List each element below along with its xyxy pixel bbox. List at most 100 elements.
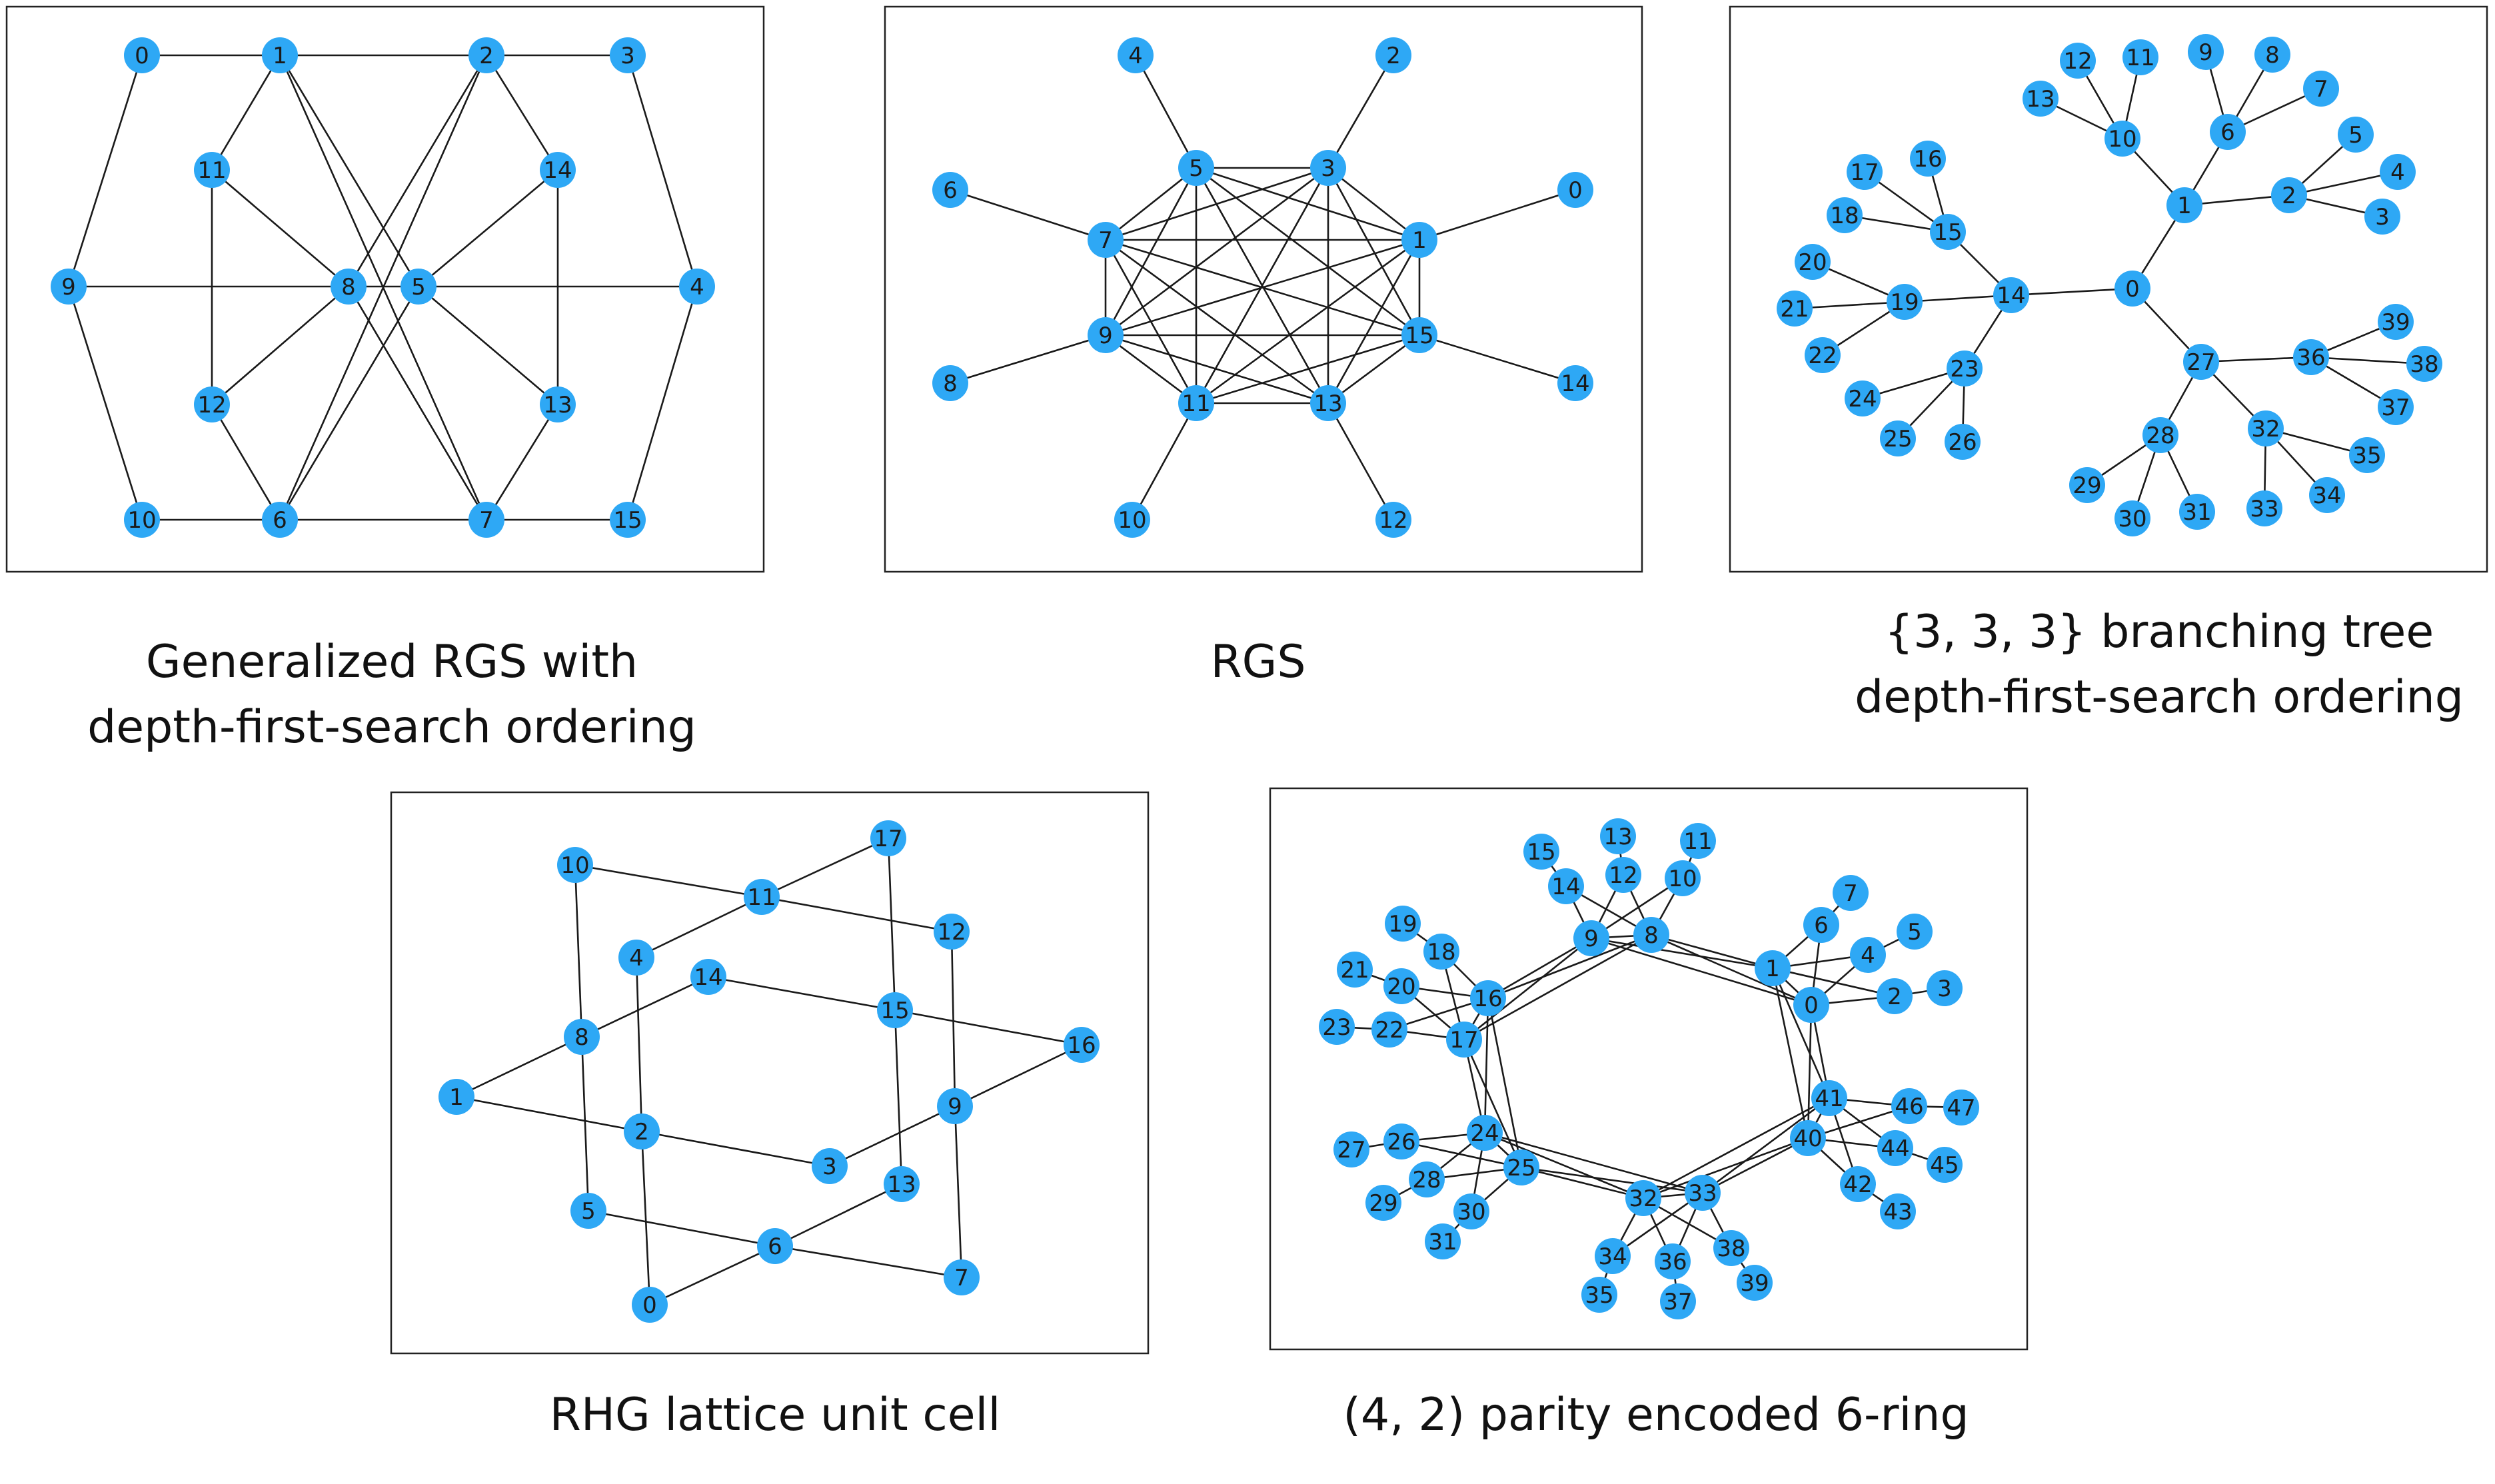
graph-node: 6 <box>757 1228 793 1264</box>
node-circle <box>1877 978 1913 1014</box>
node-circle <box>1847 154 1883 190</box>
graph-edge <box>2310 356 2425 365</box>
node-label: 13 <box>1313 390 1342 417</box>
node-circle <box>331 269 367 305</box>
node-circle <box>618 940 654 976</box>
node-circle <box>1930 214 1966 250</box>
node-label: 47 <box>1947 1095 1975 1121</box>
node-label: 5 <box>2348 122 2363 149</box>
graph-node: 36 <box>1655 1243 1691 1279</box>
node-label: 10 <box>127 507 156 534</box>
node-label: 24 <box>1848 386 1877 412</box>
graph-node: 15 <box>1930 214 1966 250</box>
node-circle <box>2114 271 2150 307</box>
graph-node: 9 <box>1573 920 1609 956</box>
graph-node: 47 <box>1943 1090 1979 1125</box>
node-circle <box>1680 823 1716 859</box>
node-label: 40 <box>1793 1125 1822 1152</box>
node-circle <box>1365 1185 1401 1221</box>
node-label: 6 <box>2220 119 2235 146</box>
node-circle <box>2060 43 2096 79</box>
node-circle <box>1337 952 1373 988</box>
graph-node: 3 <box>1927 970 1963 1006</box>
graph-edge <box>1591 877 1683 940</box>
node-label: 4 <box>690 274 704 301</box>
graph-node: 45 <box>1927 1147 1963 1183</box>
node-label: 10 <box>560 852 589 879</box>
graph-edge <box>1463 1039 1523 1168</box>
graph-edge <box>1591 937 1812 1006</box>
graph-node: 27 <box>1333 1131 1369 1167</box>
graph-node: 30 <box>2114 500 2150 536</box>
graph-node: 4 <box>679 269 715 305</box>
graph-edge <box>485 55 559 171</box>
node-label: 38 <box>1717 1235 1745 1262</box>
graph-node: 9 <box>2188 34 2224 70</box>
node-label: 14 <box>1561 371 1589 397</box>
graph-edge <box>418 169 558 287</box>
graph-node: 28 <box>1409 1161 1445 1197</box>
node-circle <box>1685 1175 1721 1211</box>
graph-node: 32 <box>1625 1180 1661 1216</box>
node-label: 0 <box>2125 276 2140 303</box>
node-circle <box>1790 1120 1826 1156</box>
node-circle <box>1409 1161 1445 1197</box>
graph-edge <box>1772 967 1895 998</box>
graph-node: 2 <box>1877 978 1913 1014</box>
node-circle <box>2303 71 2339 107</box>
node-circle <box>1310 385 1346 421</box>
node-label: 35 <box>2352 442 2381 469</box>
graph-node: 25 <box>1880 420 1916 456</box>
node-label: 5 <box>581 1198 596 1225</box>
node-label: 19 <box>1890 289 1919 316</box>
graph-node: 12 <box>1375 502 1411 538</box>
graph-edge <box>636 896 762 959</box>
node-circle <box>1453 1193 1489 1229</box>
graph-node: 14 <box>1557 365 1593 401</box>
panel-frame <box>1269 787 2029 1351</box>
node-circle <box>1371 1012 1407 1048</box>
graph-edge <box>1484 1131 1703 1194</box>
graph-node: 20 <box>1383 968 1419 1004</box>
node-label: 44 <box>1881 1135 1909 1162</box>
node-circle <box>1064 1027 1100 1063</box>
graph-edge <box>894 1009 1082 1046</box>
node-label: 45 <box>1930 1152 1959 1179</box>
graph-edge <box>1105 167 1329 241</box>
node-circle <box>2364 199 2400 235</box>
graph-node: 7 <box>1833 875 1869 911</box>
graph-edge <box>1419 334 1576 384</box>
graph-edge <box>1327 55 1395 169</box>
graph-node: 16 <box>1064 1027 1100 1063</box>
graph-edge <box>954 1106 963 1278</box>
graph-edge <box>954 1044 1082 1108</box>
graph-edge <box>1463 934 1652 1041</box>
graph-node: 17 <box>1446 1022 1482 1058</box>
graph-node: 11 <box>1178 385 1214 421</box>
graph-edge <box>649 1245 776 1306</box>
graph-node: 6 <box>2210 114 2246 150</box>
node-circle <box>2246 490 2282 526</box>
graph-edge <box>1612 1191 1703 1257</box>
node-circle <box>944 1259 980 1295</box>
graph-node: 19 <box>1385 906 1421 942</box>
graph-node: 8 <box>564 1019 600 1055</box>
graph-edge <box>950 189 1106 241</box>
graph-edge <box>950 334 1106 384</box>
graph-node: 23 <box>1947 351 1983 386</box>
node-circle <box>1713 1230 1749 1266</box>
graph-node: 5 <box>1897 914 1933 950</box>
node-circle <box>1375 37 1411 73</box>
node-label: 23 <box>1322 1014 1351 1041</box>
node-circle <box>1523 834 1559 870</box>
node-label: 22 <box>1808 343 1837 369</box>
graph-edge <box>1401 1140 1522 1169</box>
node-label: 15 <box>1405 323 1433 349</box>
node-circle <box>610 37 646 73</box>
graph-node: 16 <box>1470 980 1506 1016</box>
graph-edge <box>1771 968 1831 1099</box>
node-label: 27 <box>1337 1137 1365 1163</box>
node-circle <box>194 386 230 422</box>
graph-edge <box>347 55 488 287</box>
